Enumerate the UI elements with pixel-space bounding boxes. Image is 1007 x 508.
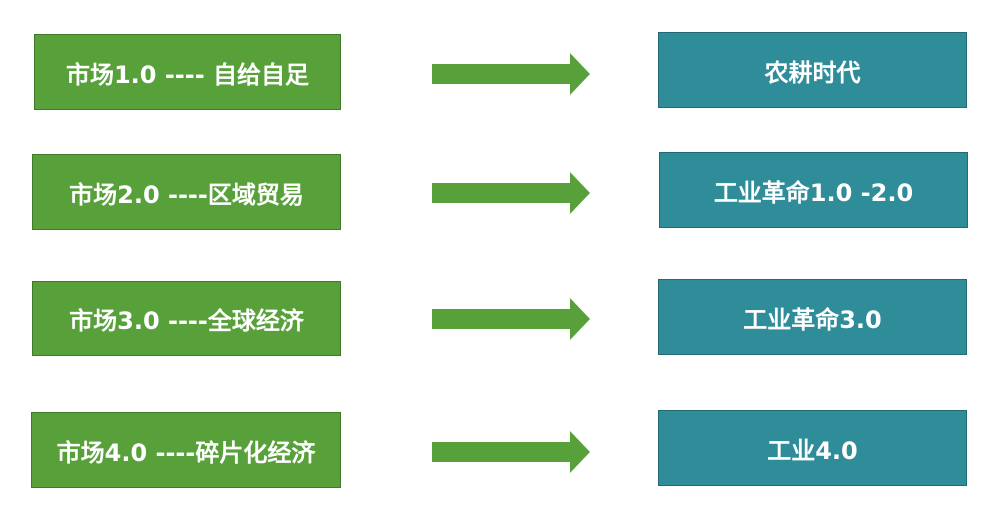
era-1-label: 农耕时代 <box>764 58 861 87</box>
era-4-label: 工业4.0 <box>767 436 858 465</box>
arrow-4 <box>432 431 590 473</box>
market-2-label: 市场2.0 ----区域贸易 <box>69 180 304 209</box>
market-1-box: 市场1.0 ---- 自给自足 <box>34 34 341 110</box>
era-2-label: 工业革命1.0 -2.0 <box>713 178 914 207</box>
market-4-label: 市场4.0 ----碎片化经济 <box>56 438 316 467</box>
arrow-1 <box>432 53 590 95</box>
era-4-box: 工业4.0 <box>658 410 967 486</box>
era-3-box: 工业革命3.0 <box>658 279 967 355</box>
era-3-label: 工业革命3.0 <box>743 305 882 334</box>
market-3-box: 市场3.0 ----全球经济 <box>32 281 341 356</box>
market-1-label: 市场1.0 ---- 自给自足 <box>65 60 310 89</box>
era-1-box: 农耕时代 <box>658 32 967 108</box>
market-3-label: 市场3.0 ----全球经济 <box>69 307 304 335</box>
market-4-box: 市场4.0 ----碎片化经济 <box>31 412 341 488</box>
market-2-box: 市场2.0 ----区域贸易 <box>32 154 341 230</box>
era-2-box: 工业革命1.0 -2.0 <box>659 152 968 228</box>
arrow-2 <box>432 172 590 214</box>
arrow-3 <box>432 298 590 340</box>
